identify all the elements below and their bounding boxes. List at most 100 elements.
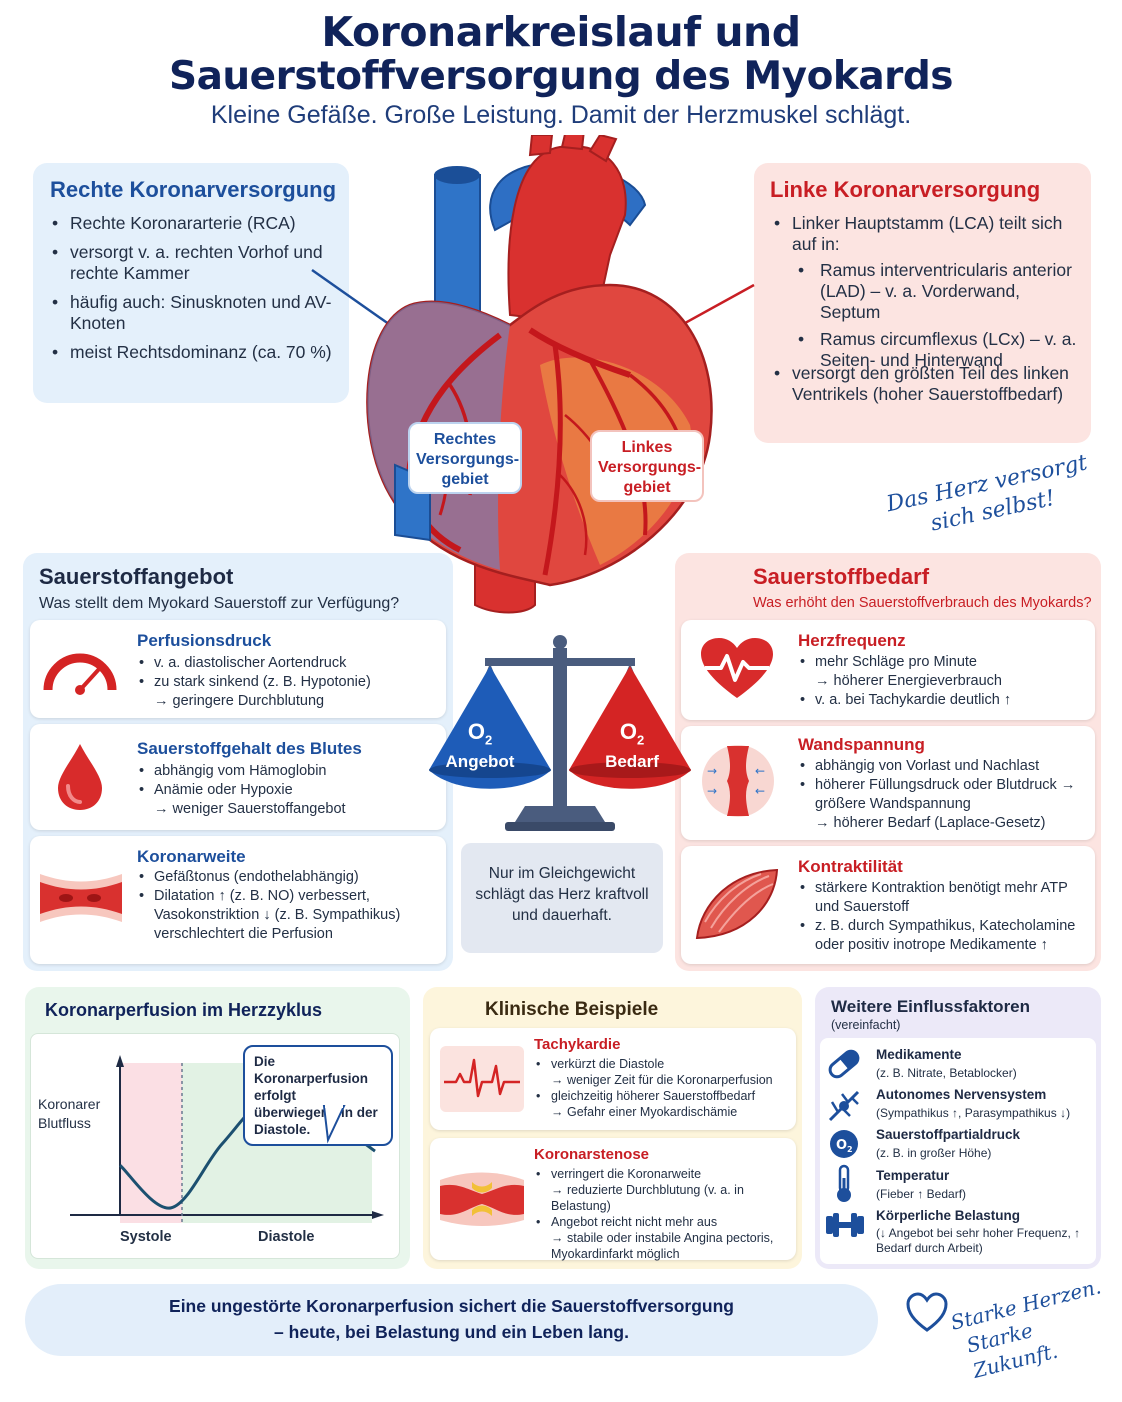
- page-subtitle: Kleine Gefäße. Große Leistung. Damit der…: [210, 101, 912, 129]
- perfusion-callout: Die Koronarperfusion erfolgt überwiegend…: [243, 1045, 393, 1146]
- list-item: z. B. durch Sympathikus, Katecholamine o…: [797, 917, 1089, 955]
- stenosis-icon: [440, 1172, 524, 1226]
- ecg-icon-bg: [440, 1046, 524, 1112]
- heart-illustration: [311, 135, 755, 614]
- list-item: zu stark sinkend (z. B. Hypotonie): [136, 673, 436, 692]
- dumbbell-icon: [826, 1213, 864, 1237]
- list-item: gleichzeitig höherer Sauerstoffbedarf: [533, 1088, 791, 1104]
- factor-title: Autonomes Nervensystem: [876, 1087, 1047, 1102]
- wall-tension-list: abhängig von Vorlast und Nachlast höhere…: [797, 757, 1089, 833]
- page-title-line1: Koronarkreislauf und: [321, 8, 801, 56]
- list-item: → stabile oder instabile Angina pectoris…: [551, 1231, 774, 1261]
- clinical-card-tachycardia: Tachykardie verkürzt die Diastole → weni…: [430, 1028, 796, 1130]
- list-item: → höherer Bedarf (Laplace-Gesetz): [815, 815, 1046, 831]
- supply-o-symbol: O: [467, 719, 485, 744]
- ecg-icon: [444, 1058, 520, 1098]
- footer-line1: Eine ungestörte Koronarperfusion sichert…: [169, 1296, 734, 1316]
- svg-text:→: →: [707, 784, 717, 798]
- footer-banner: [25, 1284, 878, 1356]
- factor-text: (z. B. Nitrate, Betablocker): [876, 1066, 1017, 1080]
- tachycardia-list: verkürzt die Diastole → weniger Zeit für…: [533, 1056, 791, 1120]
- svg-text:O: O: [836, 1138, 847, 1153]
- clinical-title: Klinische Beispiele: [485, 999, 659, 1020]
- svg-text:→: →: [707, 764, 717, 778]
- clinical-card-stenosis: Koronarstenose verringert die Koronarwei…: [430, 1138, 796, 1262]
- factor-text: (↓ Angebot bei sehr hoher Frequenz, ↑ Be…: [876, 1226, 1081, 1255]
- vessel-icon: [40, 874, 122, 922]
- supply-card-oxygen-content: Sauerstoffgehalt des Blutes abhängig vom…: [30, 724, 446, 830]
- stenosis-list: verringert die Koronarweite → reduzierte…: [533, 1166, 793, 1262]
- gauge-icon: [43, 653, 117, 695]
- demand-card-contractility: Kontraktilität stärkere Kontraktion benö…: [681, 846, 1095, 964]
- list-item: → geringere Durchblutung: [154, 693, 325, 709]
- list-item: Rechte Koronararterie (RCA): [48, 213, 338, 234]
- factors-list-bg: [820, 1038, 1096, 1264]
- factor-text: (z. B. in großer Höhe): [876, 1146, 992, 1160]
- callout-tail: [322, 1104, 346, 1144]
- balance-supply-label: O2 Angebot: [440, 720, 520, 772]
- right-coronary-title: Rechte Koronarversorgung: [50, 177, 337, 202]
- list-item: → höherer Energieverbrauch: [815, 673, 1002, 689]
- balance-scale-icon: [429, 635, 691, 831]
- wall-tension-title: Wandspannung: [798, 735, 925, 754]
- right-coronary-list: Rechte Koronararterie (RCA) versorgt v. …: [48, 213, 338, 371]
- list-item: abhängig vom Hämoglobin: [136, 762, 436, 781]
- wall-tension-icon: → → ← ←: [702, 745, 774, 817]
- left-coronary-title: Linke Koronarversorgung: [770, 177, 1041, 202]
- list-item: meist Rechtsdominanz (ca. 70 %): [48, 342, 338, 363]
- oxygen-supply-title: Sauerstoffangebot: [39, 564, 234, 589]
- balance-demand-label: O2 Bedarf: [592, 720, 672, 772]
- page-title-line2: Sauerstoffversorgung des Myokards: [168, 54, 954, 99]
- list-item: höherer Füllungsdruck oder Blutdruck → g…: [797, 776, 1089, 814]
- list-item: versorgt den größten Teil des linken Ven…: [770, 363, 1075, 405]
- blood-drop-icon: [58, 744, 102, 810]
- tachycardia-title: Tachykardie: [534, 1036, 621, 1053]
- right-area-label: Rechtes Versorgungs-gebiet: [408, 422, 522, 494]
- y-axis-arrow: [116, 1055, 124, 1067]
- stenosis-title: Koronarstenose: [534, 1146, 650, 1163]
- list-item: v. a. diastolischer Aortendruck: [136, 654, 436, 673]
- demand-word: Bedarf: [605, 752, 659, 772]
- vessel-width-list: Gefäßtonus (endothelabhängig) Dilatation…: [136, 868, 426, 944]
- heart-rate-list: mehr Schläge pro Minute → höherer Energi…: [797, 653, 1087, 710]
- oxygen-supply-subtitle: Was stellt dem Myokard Sauerstoff zur Ve…: [39, 595, 400, 612]
- supply-o-sub: 2: [484, 732, 493, 748]
- oxygen-demand-subtitle: Was erhöht den Sauerstoffverbrauch des M…: [753, 595, 1092, 611]
- list-item: → weniger Sauerstoffangebot: [154, 801, 346, 817]
- vessel-width-title: Koronarweite: [137, 847, 246, 866]
- perfusion-ylabel: Koronarer Blutfluss: [38, 1096, 101, 1131]
- list-item: Linker Hauptstamm (LCA) teilt sich auf i…: [770, 213, 1075, 255]
- pill-icon: [828, 1049, 860, 1079]
- factor-title: Sauerstoffpartialdruck: [876, 1127, 1021, 1142]
- factor-title: Medikamente: [876, 1047, 962, 1062]
- demand-card-wall-tension: → → ← ← Wandspannung abhängig von Vorlas…: [681, 726, 1095, 840]
- supply-card-vessel-width: Koronarweite Gefäßtonus (endothelabhängi…: [30, 836, 446, 964]
- systole-band: [120, 1063, 182, 1223]
- perfusion-list: v. a. diastolischer Aortendruck zu stark…: [136, 654, 436, 711]
- factor-title: Temperatur: [876, 1168, 950, 1183]
- heart-outline-icon: [906, 1292, 948, 1332]
- left-coronary-list: Linker Hauptstamm (LCA) teilt sich auf i…: [770, 213, 1075, 263]
- list-item: Gefäßtonus (endothelabhängig): [136, 868, 426, 887]
- list-item: → weniger Zeit für die Koronarperfusion: [551, 1073, 773, 1087]
- left-coronary-list-2: versorgt den größten Teil des linken Ven…: [770, 363, 1075, 413]
- handwritten-note: Das Herz versorgt sich selbst!: [884, 450, 1090, 537]
- x-axis-arrow: [372, 1211, 384, 1219]
- list-item: → Gefahr einer Myokardischämie: [551, 1105, 738, 1119]
- footer-line2: – heute, bei Belastung und ein Leben lan…: [274, 1322, 629, 1342]
- list-item: Ramus interventricularis anterior (LAD) …: [794, 260, 1079, 323]
- list-item: versorgt v. a. rechten Vorhof und rechte…: [48, 242, 338, 284]
- supply-card-perfusion: Perfusionsdruck v. a. diastolischer Aort…: [30, 620, 446, 718]
- demand-o-symbol: O: [619, 719, 637, 744]
- svg-text:←: ←: [755, 764, 765, 778]
- svg-text:←: ←: [755, 784, 765, 798]
- list-item: Dilatation ↑ (z. B. NO) verbessert, Vaso…: [136, 887, 426, 944]
- x-label-diastole: Diastole: [258, 1229, 315, 1245]
- footer-slogan: Starke Herzen. Starke Zukunft.: [948, 1272, 1122, 1386]
- factors-subtitle: (vereinfacht): [831, 1018, 901, 1032]
- supply-word: Angebot: [445, 752, 515, 772]
- perfusion-title: Koronarperfusion im Herzzyklus: [45, 1000, 323, 1020]
- left-area-label: Linkes Versorgungs-gebiet: [590, 430, 704, 502]
- list-item: Anämie oder Hypoxie: [136, 781, 436, 800]
- nerve-icon: [828, 1090, 860, 1122]
